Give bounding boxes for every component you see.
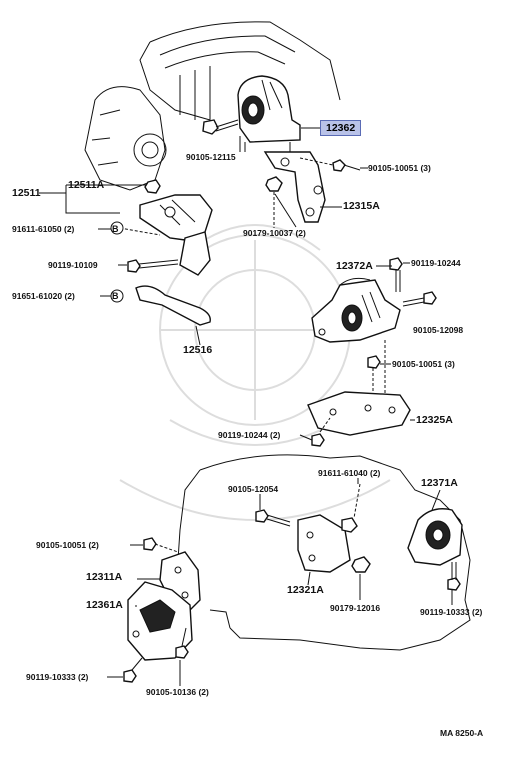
label-12325A[interactable]: 12325A [416,414,453,426]
label-12311A[interactable]: 12311A [86,571,123,583]
label-90105-12054[interactable]: 90105-12054 [228,484,279,494]
label-12321A[interactable]: 12321A [287,584,324,596]
label-91611-61050[interactable]: 91611-61050 (2) [12,224,75,234]
bolt-90105-10051-low [143,537,179,553]
bolt-90119-10333-right [447,562,461,591]
engine-mount-12362 [237,75,301,152]
mount-12371A [407,508,463,566]
label-90105-10051-top[interactable]: 90105-10051 (3) [368,163,431,173]
washer-91611-61050 [110,221,124,235]
bracket-12321A [297,514,351,573]
label-90105-10136[interactable]: 90105-10136 (2) [146,687,209,697]
label-91611-61040[interactable]: 91611-61040 (2) [318,468,381,478]
bolt-90119-10333-left [123,657,143,683]
transmission-case [177,454,471,651]
label-12315A[interactable]: 12315A [343,200,380,212]
bracket-12511A [139,179,213,276]
figure-code: MA 8250-A [440,728,484,738]
bolt-90105-10051-top [299,157,361,172]
washer-code-1: B [112,224,119,234]
bolt-90119-10244-mid [311,417,331,447]
label-90119-10333-right[interactable]: 90119-10333 (2) [420,607,483,617]
bolt-90105-10136 [175,627,189,659]
mount-12361A [127,581,193,661]
bolt-90105-12115 [202,119,239,135]
label-90179-10037[interactable]: 90179-10037 (2) [243,228,306,238]
label-12516[interactable]: 12516 [183,344,213,356]
label-12511A[interactable]: 12511A [68,179,105,191]
washer-code-2: B [112,291,119,301]
bolt-90105-12054 [255,509,291,527]
part-12362-highlight[interactable]: 12362 [320,120,362,136]
bolt-90105-10051-mid [367,340,386,398]
label-90119-10244-top[interactable]: 90119-10244 [411,258,461,268]
label-90105-12115[interactable]: 90105-12115 [186,152,236,162]
mount-12372A [311,277,401,343]
washer-91611-61040 [341,483,361,533]
nut-90179-10037 [265,176,283,192]
bolt-90119-10109 [127,259,179,273]
label-12511[interactable]: 12511 [12,187,41,199]
bracket-12325A [307,391,411,436]
label-90119-10244-mid[interactable]: 90119-10244 (2) [218,430,281,440]
label-90105-10051-low[interactable]: 90105-10051 (2) [36,540,99,550]
bolt-90119-10244-top [389,257,403,292]
label-90119-10333-left[interactable]: 90119-10333 (2) [26,672,89,682]
label-90105-10051-mid[interactable]: 90105-10051 (3) [392,359,455,369]
rod-12516 [135,285,211,326]
nut-90179-12016 [351,556,371,573]
engine-block [84,21,341,191]
bolt-90105-12098 [402,291,437,307]
label-90105-12098[interactable]: 90105-12098 [413,325,464,335]
label-12361A[interactable]: 12361A [86,599,123,611]
label-12372A[interactable]: 12372A [336,260,373,272]
label-90179-12016[interactable]: 90179-12016 [330,603,381,613]
leader-lines [39,127,453,686]
label-91651-61020[interactable]: 91651-61020 (2) [12,291,75,301]
bracket-12315A [263,151,326,223]
label-12371A[interactable]: 12371A [421,477,458,489]
label-90119-10109[interactable]: 90119-10109 [48,260,98,270]
